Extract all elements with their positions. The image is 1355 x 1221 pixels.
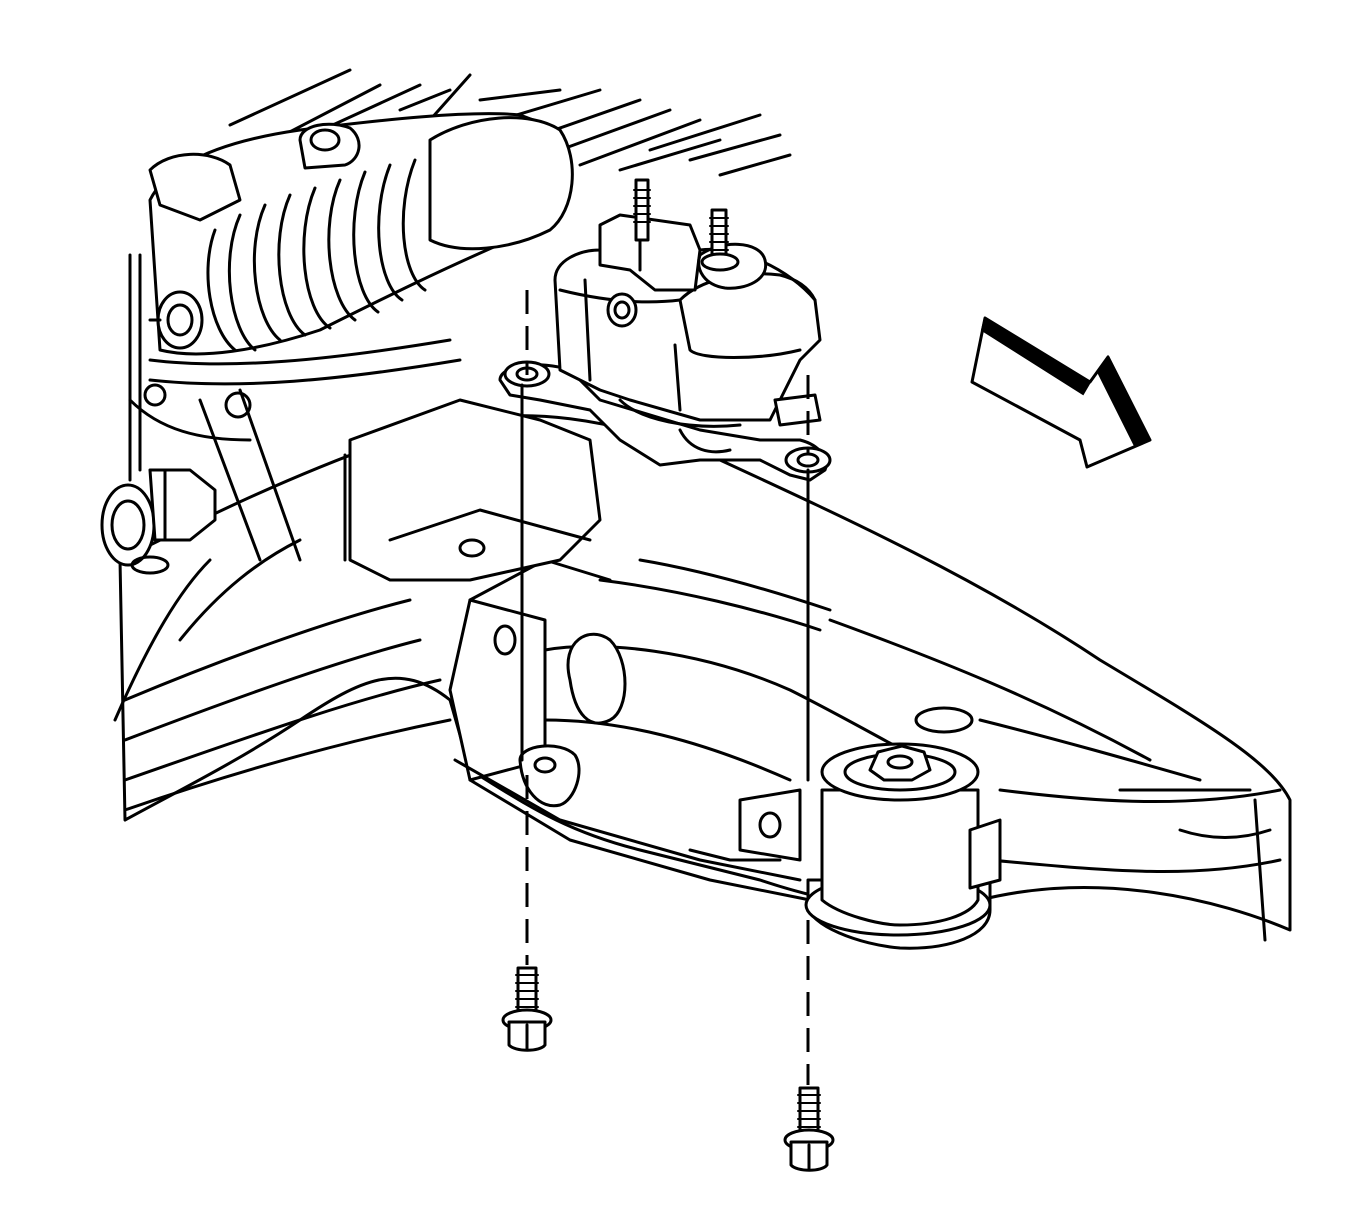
frame-bushing [804, 742, 1002, 950]
mount-studs [633, 178, 740, 272]
frame-crossmember [113, 398, 1292, 942]
steering-gear-boot [128, 112, 574, 562]
alignment-lines [520, 290, 810, 1085]
stabilizer-link [100, 253, 217, 575]
front-of-vehicle-arrow [970, 316, 1152, 469]
mount-bolt-left [501, 966, 553, 1052]
mount-bolt-right [783, 1086, 835, 1172]
